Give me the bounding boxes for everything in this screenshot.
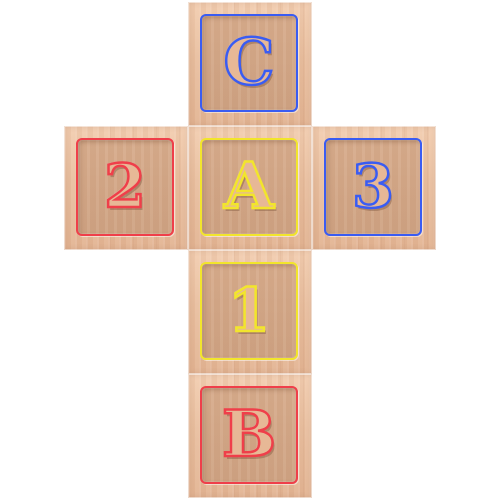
block-lower-1: 1 xyxy=(188,250,312,374)
block-number-1: 1 xyxy=(227,276,271,346)
block-bottom-b: B xyxy=(188,374,312,498)
block-face-plate: A xyxy=(200,138,298,236)
block-center-a: A xyxy=(188,126,312,250)
block-right-3: 3 xyxy=(312,126,436,250)
block-number-3: 3 xyxy=(351,152,395,222)
block-face-plate: 3 xyxy=(324,138,422,236)
block-letter-c: C xyxy=(222,25,275,100)
block-face-plate: 2 xyxy=(76,138,174,236)
block-top-c: C xyxy=(188,2,312,126)
block-letter-a: A xyxy=(223,149,275,224)
block-letter-b: B xyxy=(221,397,278,472)
block-number-2: 2 xyxy=(103,152,147,222)
block-face-plate: B xyxy=(200,386,298,484)
block-left-2: 2 xyxy=(64,126,188,250)
block-face-plate: C xyxy=(200,14,298,112)
block-face-plate: 1 xyxy=(200,262,298,360)
